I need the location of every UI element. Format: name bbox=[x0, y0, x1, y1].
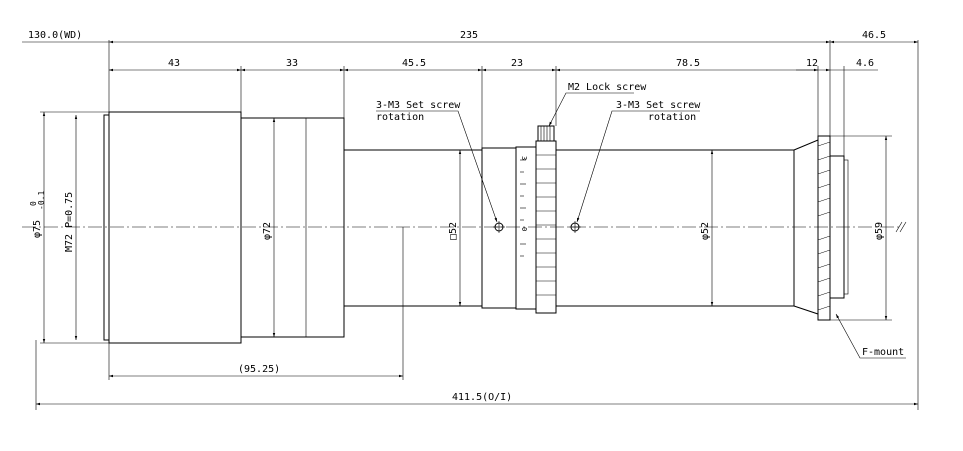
dim-12-label: 12 bbox=[806, 58, 818, 69]
dia-75-label: φ75 bbox=[32, 220, 43, 238]
dim-46-5-label: 46.5 bbox=[862, 30, 886, 41]
set-screw-right-icon bbox=[569, 221, 581, 233]
sq-52-label: □52 bbox=[448, 222, 459, 240]
scale-graduations bbox=[520, 159, 526, 257]
len-95-25-label: (95.25) bbox=[238, 364, 280, 375]
scale-mark-3: 3 bbox=[520, 156, 528, 160]
dia-75-tol-upper: 0 bbox=[29, 201, 38, 206]
dia-72-label: φ72 bbox=[262, 222, 273, 240]
lens-body bbox=[103, 111, 849, 344]
lock-screw-knob bbox=[537, 125, 555, 142]
f-mount-note: F-mount bbox=[862, 347, 904, 358]
dim-33-label: 33 bbox=[286, 58, 298, 69]
axis-break-mark bbox=[895, 221, 907, 233]
dim-45-5-label: 45.5 bbox=[402, 58, 426, 69]
scale-mark-0: 0 bbox=[520, 227, 528, 231]
set-screw-right-note-1: 3-M3 Set screw bbox=[616, 100, 701, 111]
dia-59-label: φ59 bbox=[874, 222, 885, 240]
rear-tube bbox=[555, 149, 795, 307]
dim-4-6-label: 4.6 bbox=[856, 58, 874, 69]
dim-235-label: 235 bbox=[460, 30, 478, 41]
lock-screw-note: M2 Lock screw bbox=[568, 82, 647, 93]
dim-78-5-label: 78.5 bbox=[676, 58, 700, 69]
lock-screw-leader bbox=[548, 92, 634, 127]
square-tube bbox=[343, 149, 483, 307]
second-barrel bbox=[240, 117, 345, 338]
extension-lines bbox=[35, 40, 919, 410]
knurl-hatching bbox=[536, 154, 556, 296]
set-screw-left-leader bbox=[376, 110, 498, 223]
dia-52-label: φ52 bbox=[700, 222, 711, 240]
flange-hatching bbox=[817, 141, 831, 311]
front-barrel bbox=[108, 111, 242, 344]
set-screw-right-leader bbox=[576, 110, 700, 223]
f-mount-leader bbox=[835, 313, 906, 359]
set-screw-left-icon bbox=[493, 221, 505, 233]
set-screw-left-note-1: 3-M3 Set screw bbox=[376, 100, 461, 111]
m72-label: M72 P=0.75 bbox=[64, 192, 75, 252]
set-screw-right-note-2: rotation bbox=[648, 112, 696, 123]
total-length-label: 411.5(O/I) bbox=[452, 392, 512, 403]
dim-23-label: 23 bbox=[511, 58, 523, 69]
front-thread-ring bbox=[103, 114, 110, 341]
set-screw-left-note-2: rotation bbox=[376, 112, 424, 123]
dim-43-label: 43 bbox=[168, 58, 180, 69]
dia-75-tol-lower: -0.1 bbox=[37, 191, 46, 210]
wd-label: 130.0(WD) bbox=[28, 30, 82, 41]
